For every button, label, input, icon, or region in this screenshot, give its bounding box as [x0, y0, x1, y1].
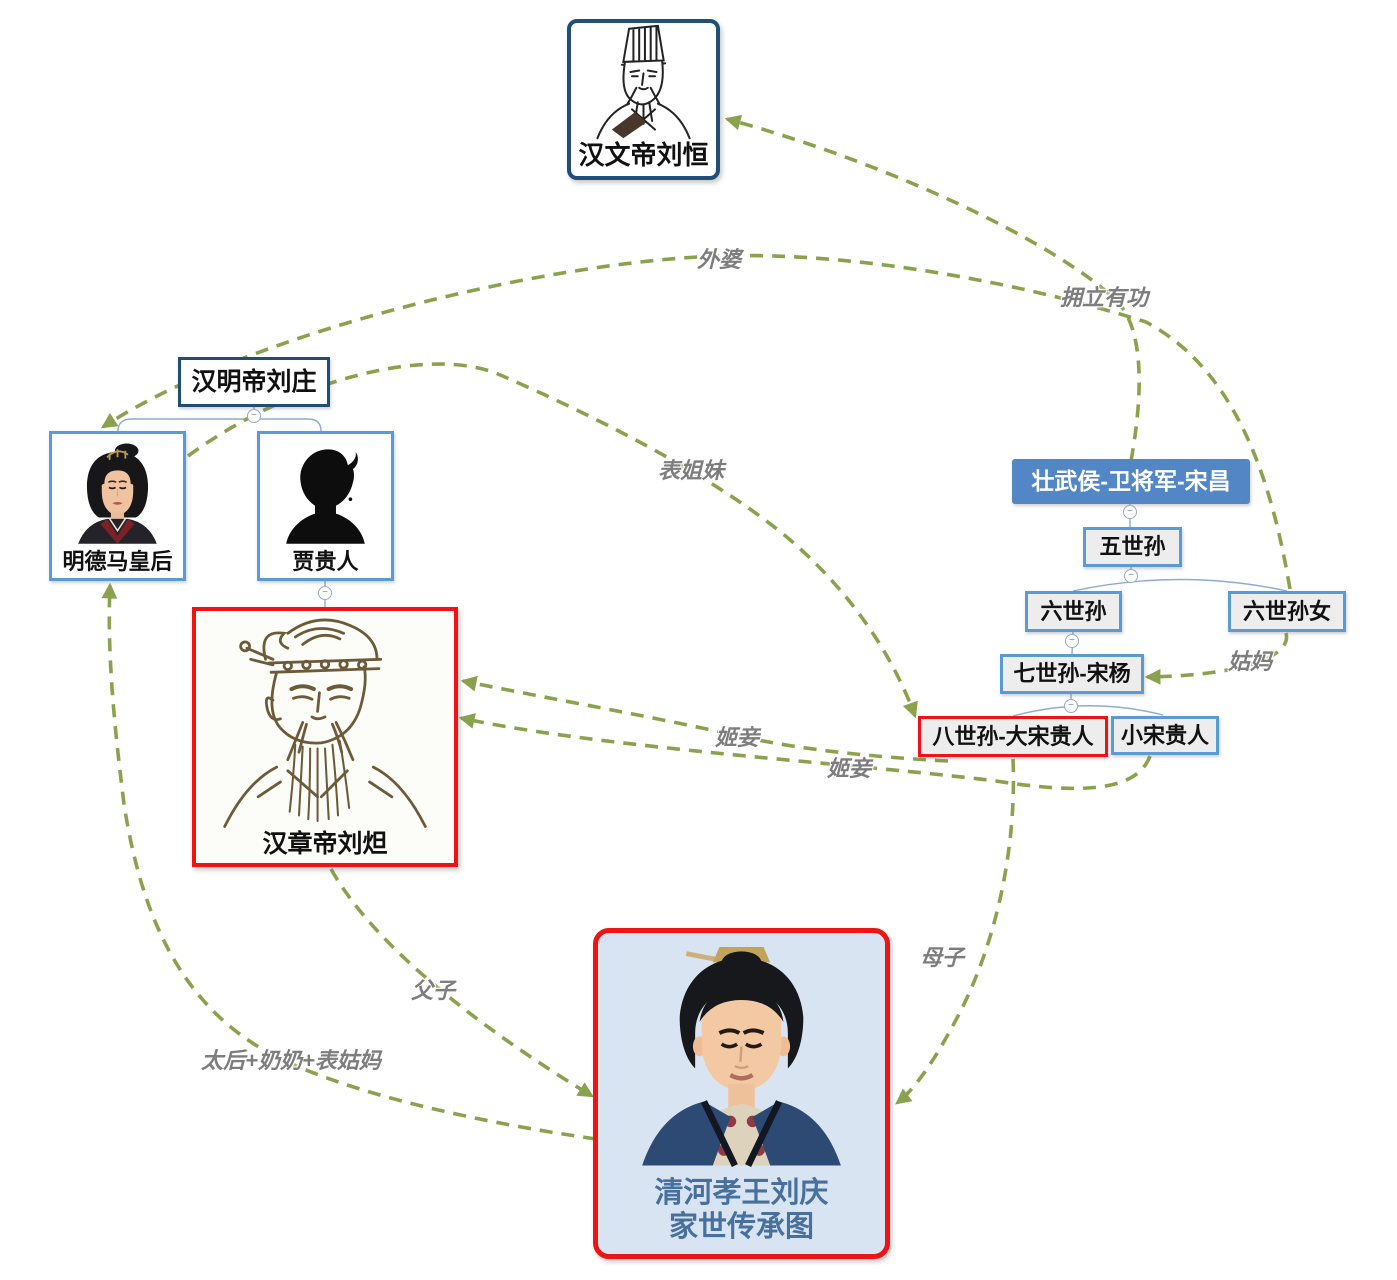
- liu-qing-portrait: [642, 946, 841, 1167]
- node-label: 小宋贵人: [1120, 722, 1209, 748]
- edge-label-jiqie-2[interactable]: 姬妾: [826, 756, 872, 781]
- node-label: 六世孙: [1040, 598, 1107, 624]
- node-han-zhangdi[interactable]: 汉章帝刘炟: [192, 607, 458, 867]
- node-label: 贾贵人: [292, 548, 359, 574]
- edge-biaojiemei: [186, 362, 918, 719]
- edge-label-guma[interactable]: 姑妈: [1227, 649, 1273, 674]
- edge-guma: [1144, 632, 1289, 685]
- node-xiao-song-guiren[interactable]: 小宋贵人: [1111, 716, 1219, 755]
- relationship-edges: [101, 114, 1292, 1141]
- collapse-toggle[interactable]: −: [1064, 699, 1078, 713]
- collapse-toggle[interactable]: −: [318, 586, 332, 600]
- node-gen5[interactable]: 五世孙: [1083, 527, 1182, 567]
- node-label: 汉章帝刘炟: [262, 830, 388, 859]
- node-label: 八世孙-大宋贵人: [932, 723, 1094, 749]
- edge-yongli: [724, 114, 1141, 462]
- node-label: 五世孙: [1099, 534, 1166, 560]
- tree-connectors: [117, 407, 1288, 717]
- edge-label-waipo[interactable]: 外婆: [696, 247, 742, 272]
- edge-label-muzi[interactable]: 母子: [919, 945, 965, 970]
- edge-label-yongli[interactable]: 拥立有功: [1059, 285, 1149, 310]
- han-wendi-portrait: [596, 24, 691, 140]
- node-gen6[interactable]: 六世孙: [1025, 591, 1122, 632]
- node-label: 汉文帝刘恒: [578, 140, 709, 171]
- node-jia-guiren[interactable]: 贾贵人: [257, 431, 394, 581]
- node-label: 七世孙-宋杨: [1013, 661, 1131, 687]
- collapse-toggle[interactable]: −: [247, 409, 261, 423]
- node-gen6-daughter[interactable]: 六世孙女: [1228, 591, 1346, 632]
- node-label: 六世孙女: [1242, 598, 1331, 624]
- edge-jiqie-2: [458, 713, 1152, 791]
- node-ma-empress[interactable]: 明德马皇后: [49, 431, 186, 581]
- node-han-wendi[interactable]: 汉文帝刘恒: [567, 19, 720, 180]
- node-han-mingdi[interactable]: 汉明帝刘庄: [178, 357, 330, 407]
- ma-empress-portrait: [78, 443, 157, 544]
- node-gen8-da-song-guiren[interactable]: 八世孙-大宋贵人: [918, 716, 1108, 757]
- edge-label-fuzi[interactable]: 父子: [410, 978, 456, 1003]
- node-label: 壮武侯-卫将军-宋昌: [1031, 468, 1231, 495]
- edge-taihou: [101, 582, 597, 1141]
- node-liu-qing[interactable]: 清河孝王刘庆 家世传承图: [593, 928, 890, 1259]
- edge-muzi: [895, 758, 1016, 1105]
- node-label-line1: 清河孝王刘庆: [654, 1177, 829, 1210]
- collapse-toggle[interactable]: −: [1065, 634, 1079, 648]
- edge-jiqie-1: [460, 675, 949, 763]
- node-song-chang[interactable]: 壮武侯-卫将军-宋昌: [1012, 459, 1250, 504]
- jia-guiren-silhouette: [286, 449, 365, 544]
- node-label: 汉明帝刘庄: [191, 367, 317, 396]
- node-label: 明德马皇后: [62, 548, 173, 574]
- collapse-toggle[interactable]: −: [1123, 505, 1137, 519]
- edge-label-biaojiemei[interactable]: 表姐妹: [657, 458, 725, 483]
- edge-label-jiqie-1[interactable]: 姬妾: [714, 725, 760, 750]
- edge-label-taihou[interactable]: 太后+奶奶+表姑妈: [201, 1048, 381, 1073]
- node-gen7-song-yang[interactable]: 七世孙-宋杨: [1000, 654, 1144, 694]
- node-label-line2: 家世传承图: [668, 1210, 814, 1243]
- edge-waipo: [101, 253, 1292, 590]
- edge-fuzi: [329, 868, 595, 1098]
- han-zhangdi-portrait: [223, 618, 427, 828]
- collapse-toggle[interactable]: −: [1124, 569, 1138, 583]
